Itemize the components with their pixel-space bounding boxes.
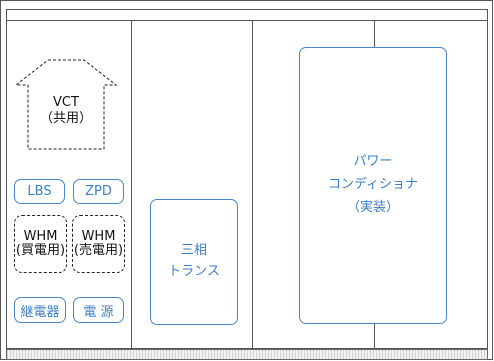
zpd-box: ZPD bbox=[73, 179, 124, 204]
power-box: 電 源 bbox=[73, 297, 124, 323]
whm-buy-label: WHM bbox=[23, 228, 58, 244]
power-label: 電 源 bbox=[83, 304, 114, 320]
pcs-line-3: （実装） bbox=[346, 199, 399, 215]
relay-box: 継電器 bbox=[14, 297, 66, 323]
relay-label: 継電器 bbox=[20, 304, 60, 320]
power-conditioner-box: パワー コンディショナ （実装） bbox=[299, 47, 447, 324]
lbs-label: LBS bbox=[27, 184, 52, 199]
whm-buy-meter: WHM (買電用) bbox=[14, 215, 67, 273]
cabinet-panel bbox=[6, 20, 488, 349]
section-divider-2 bbox=[252, 21, 253, 348]
transformer-line-1: 三相 bbox=[180, 243, 207, 259]
vct-sub-label: （共用） bbox=[39, 111, 92, 126]
lbs-box: LBS bbox=[14, 179, 65, 204]
pcs-line-1: パワー bbox=[353, 154, 393, 170]
section-divider-3 bbox=[374, 21, 375, 48]
pcs-line-2: コンディショナ bbox=[327, 177, 419, 193]
section-divider-1 bbox=[131, 21, 132, 348]
section-divider-3-lower bbox=[374, 324, 375, 348]
top-rail bbox=[6, 9, 488, 20]
transformer-box: 三相 トランス bbox=[150, 199, 238, 325]
vct-unit: VCT （共用） bbox=[14, 59, 118, 151]
whm-sell-label: WHM bbox=[81, 228, 116, 244]
vct-label: VCT bbox=[53, 94, 79, 110]
zpd-label: ZPD bbox=[85, 184, 112, 199]
whm-sell-sub-label: (売電用) bbox=[73, 243, 124, 258]
vct-outline-icon bbox=[14, 59, 118, 150]
bottom-vent-rail bbox=[6, 349, 488, 360]
transformer-line-2: トランス bbox=[168, 264, 220, 279]
whm-buy-sub-label: (買電用) bbox=[15, 243, 66, 258]
whm-sell-meter: WHM (売電用) bbox=[72, 215, 125, 273]
